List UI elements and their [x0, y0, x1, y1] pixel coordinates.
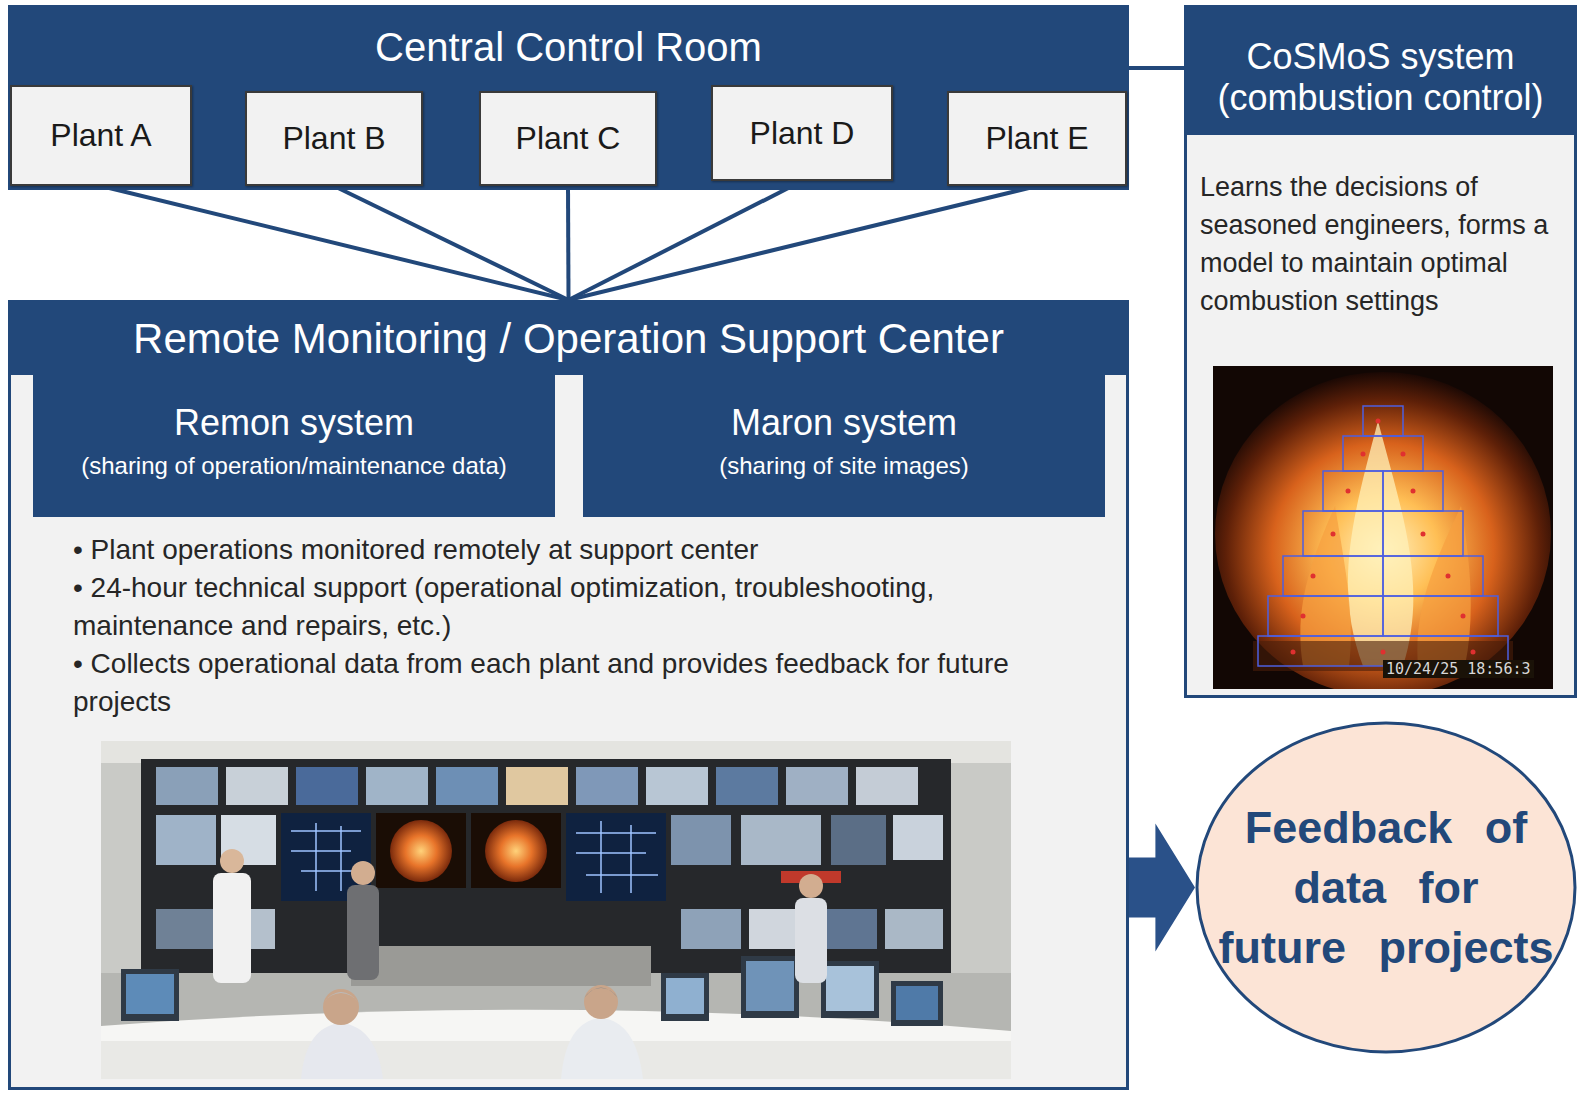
plant-box: Plant C	[479, 91, 657, 186]
plant-box: Plant E	[947, 91, 1127, 186]
plant-box: Plant D	[711, 85, 893, 181]
bullet-item: • Plant operations monitored remotely at…	[73, 531, 1073, 569]
panel-title: CoSMoS system	[1246, 36, 1514, 77]
description-text: Learns the decisions of seasoned enginee…	[1200, 168, 1552, 320]
plant-label: Plant E	[985, 119, 1088, 157]
panel-header: Remote Monitoring / Operation Support Ce…	[11, 303, 1126, 375]
system-box: Remon system (sharing of operation/mainte…	[33, 375, 555, 517]
connector-line	[569, 181, 803, 300]
connector-line	[334, 186, 569, 300]
system-subtitle: (sharing of site images)	[719, 452, 968, 481]
system-panel: CoSMoS system(combustion control) Learns …	[1184, 5, 1577, 698]
plant-label: Plant A	[50, 116, 151, 154]
ellipse-shape	[1197, 723, 1575, 1052]
panel-body: Learns the decisions of seasoned enginee…	[1200, 168, 1552, 320]
band-title: Central Control Room	[8, 23, 1129, 71]
system-title: Maron system	[731, 401, 957, 444]
timestamp-label: 10/24/25 18:56:3	[1383, 660, 1534, 678]
system-subtitle: (sharing of operation/maintenance data)	[81, 452, 507, 481]
plant-box: Plant B	[245, 91, 423, 186]
connector-line	[566, 186, 571, 300]
plant-box: Plant A	[10, 85, 192, 186]
plant-label: Plant B	[282, 119, 385, 157]
feedback-ellipse: Feedback of data for future projects	[1195, 721, 1577, 1054]
band-title-holder: Central Control Room	[8, 23, 1129, 71]
panel-title: Remote Monitoring / Operation Support Ce…	[133, 314, 1004, 364]
connector-line	[1129, 66, 1184, 70]
plant-label: Plant D	[750, 114, 855, 152]
system-title: Remon system	[174, 401, 414, 444]
furnace-flame-photo	[1213, 366, 1553, 689]
bullet-item: • 24-hour technical support (operational…	[73, 569, 1073, 645]
panel-subtitle: (combustion control)	[1217, 77, 1543, 118]
ellipse-text-holder: Feedback of data for future projects	[1195, 721, 1577, 1054]
plant-label: Plant C	[516, 119, 621, 157]
support-center-panel: Remon system (sharing of operation/mainte…	[8, 300, 1129, 1090]
control-room-photo	[101, 741, 1011, 1079]
system-box: Maron system (sharing of site images)	[583, 375, 1105, 517]
panel-header: CoSMoS system(combustion control)	[1187, 8, 1574, 135]
bullet-item: • Collects operational data from each pl…	[73, 645, 1073, 721]
connector-line	[101, 186, 569, 300]
panel-body: • Plant operations monitored remotely at…	[73, 531, 1073, 721]
block-arrow	[1129, 824, 1195, 952]
control-room-band: Plant A Plant B Plant C Plant D Plant E Centr…	[8, 5, 1129, 190]
feedback-text: Feedback of data for future projects	[1216, 798, 1556, 978]
connector-line	[569, 186, 1038, 300]
